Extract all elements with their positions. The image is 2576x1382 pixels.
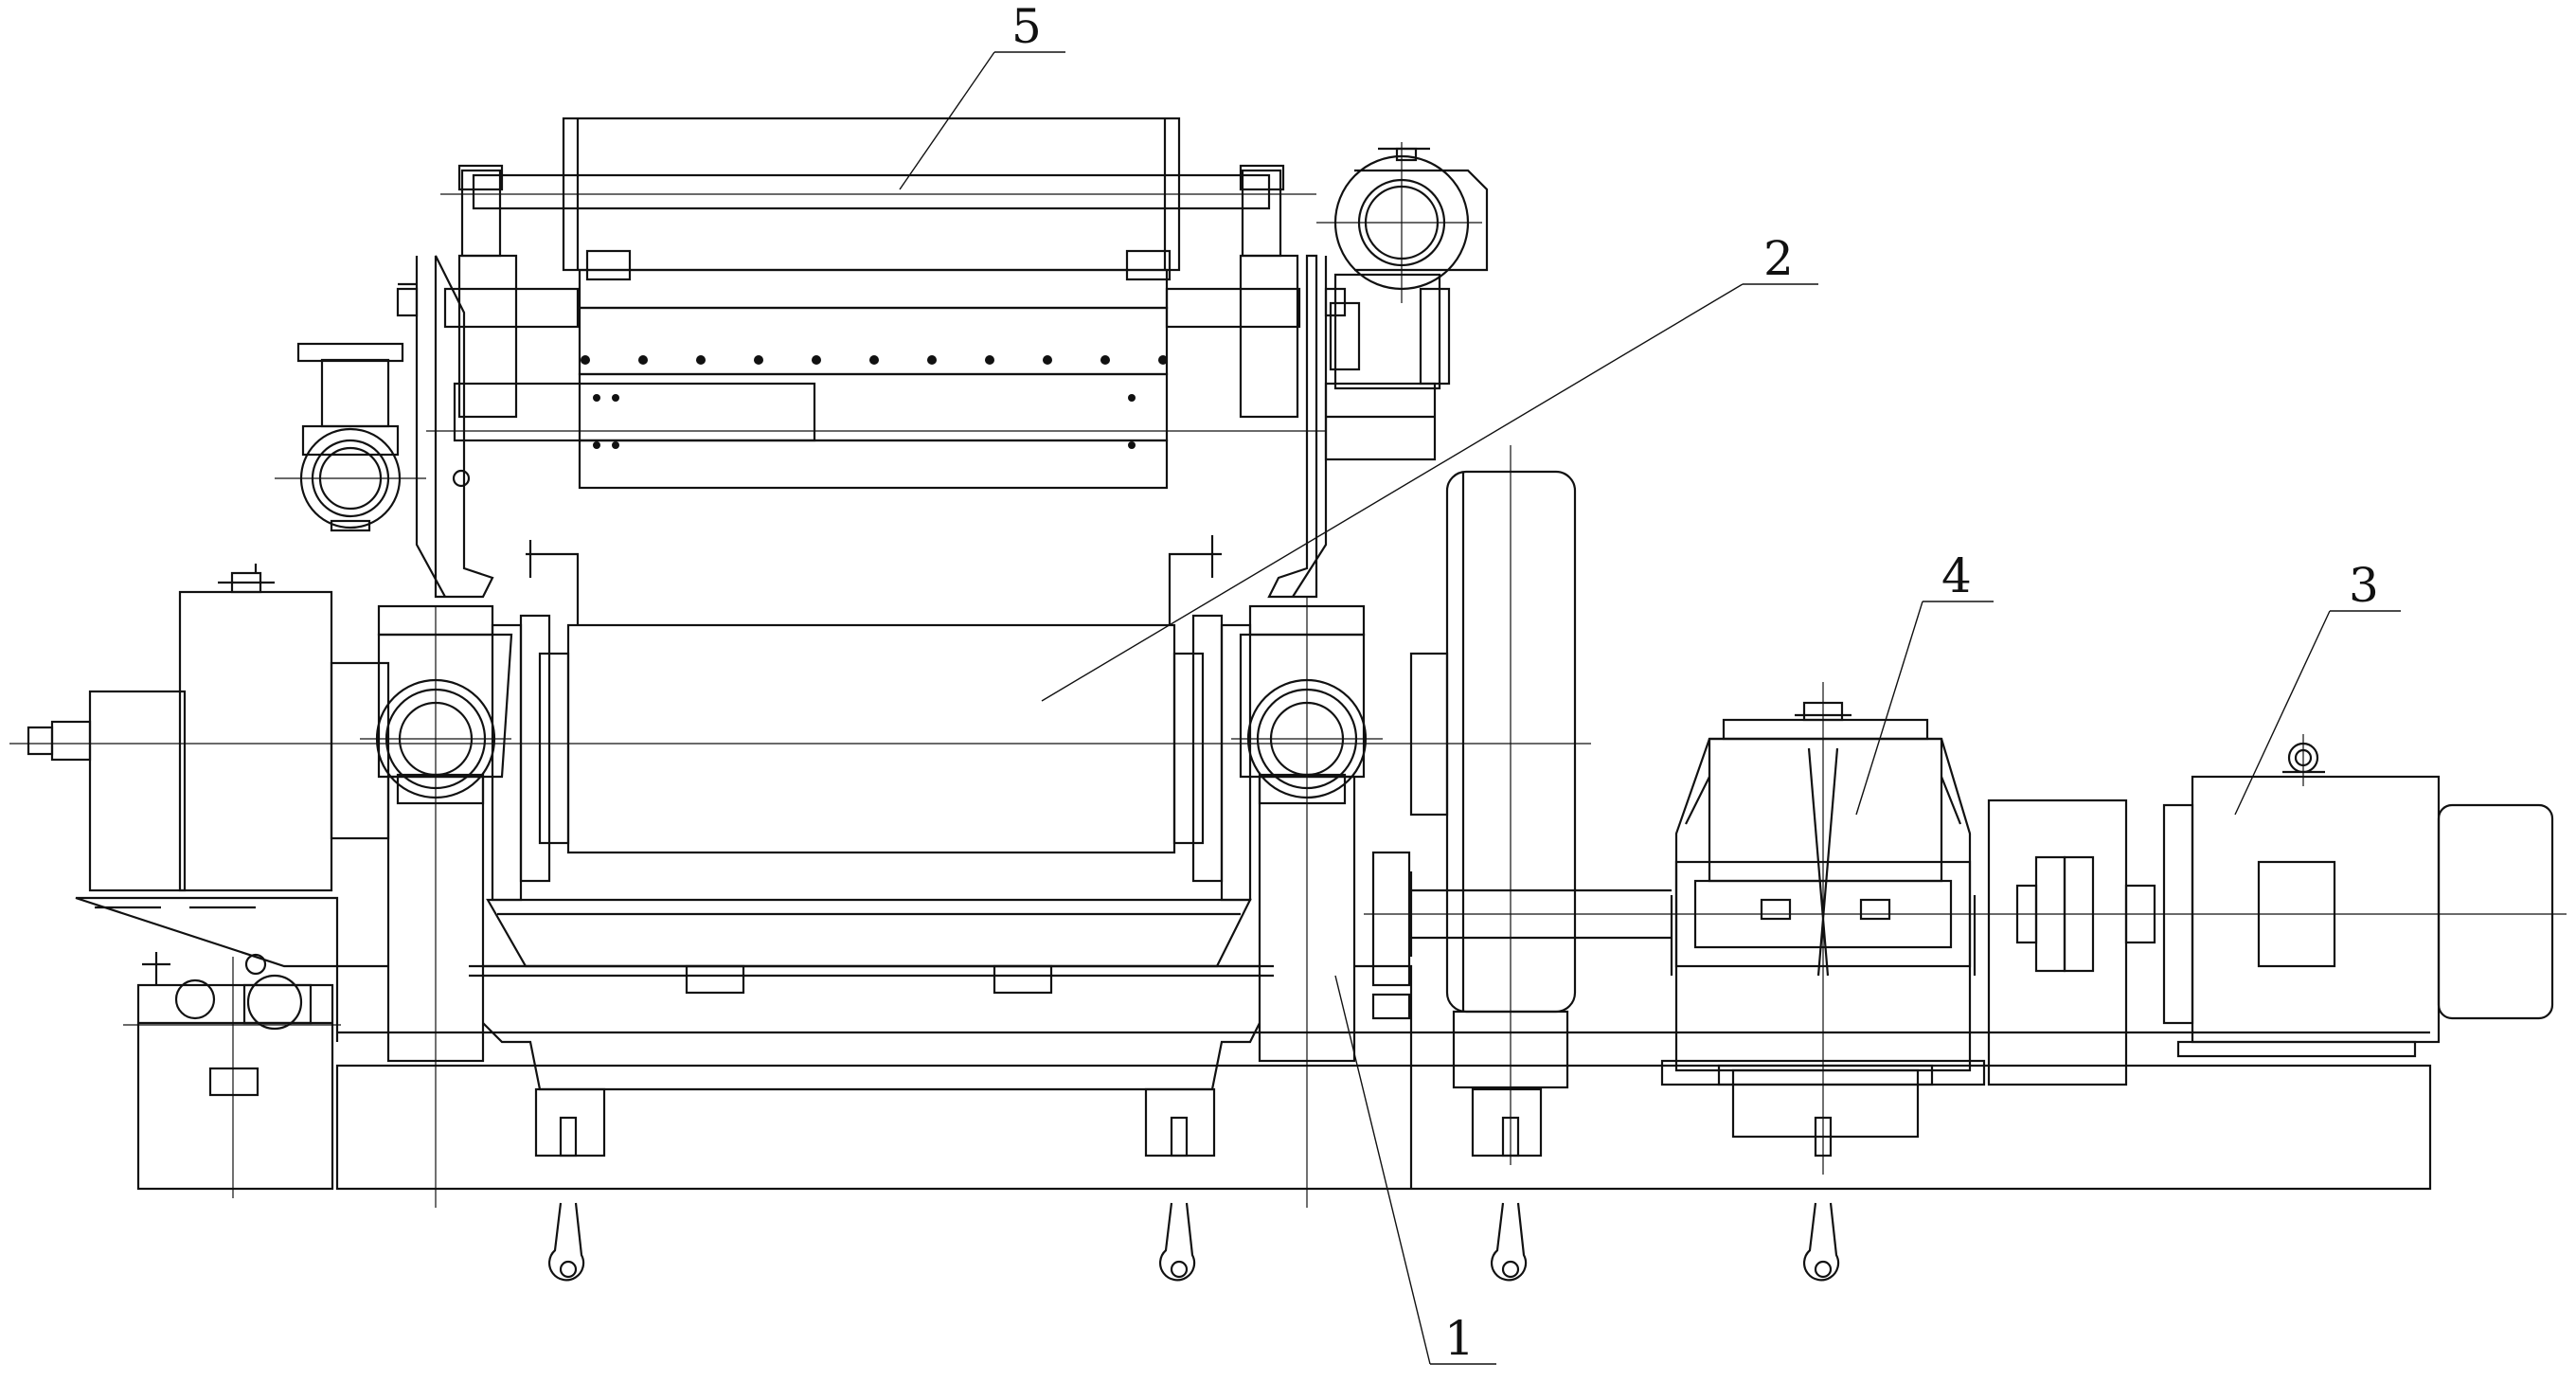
left-roll-housing bbox=[377, 604, 523, 1208]
main-motor bbox=[2162, 734, 2554, 1058]
callout-leaders bbox=[899, 51, 2401, 1365]
rivet bbox=[593, 394, 600, 402]
coupling bbox=[1987, 799, 2156, 1086]
anchor-hook bbox=[1802, 1116, 1840, 1282]
anchor-hook bbox=[1158, 1116, 1196, 1282]
anchor-hook bbox=[547, 1116, 585, 1282]
rivet bbox=[927, 355, 937, 365]
upper-left-motor bbox=[275, 342, 471, 532]
right-roll-housing bbox=[1220, 597, 1366, 1208]
rivet bbox=[985, 355, 994, 365]
rivet bbox=[1128, 394, 1136, 402]
rivet bbox=[1158, 355, 1168, 365]
anchor-hook bbox=[1490, 1116, 1528, 1282]
rivet bbox=[593, 441, 600, 449]
carrier-rivets bbox=[581, 355, 1168, 449]
callout-label-1: 1 bbox=[1444, 1311, 1475, 1366]
rivet bbox=[1100, 355, 1110, 365]
callout-label-5: 5 bbox=[1011, 0, 1042, 54]
rivet bbox=[1128, 441, 1136, 449]
anchor-hooks bbox=[547, 1116, 1840, 1282]
rivet bbox=[612, 394, 619, 402]
right-roll-bearing bbox=[1231, 678, 1383, 799]
rivet bbox=[869, 355, 879, 365]
callout-label-3: 3 bbox=[2349, 558, 2379, 613]
upper-frame bbox=[396, 117, 1437, 599]
gearbox bbox=[1660, 682, 1986, 1175]
rivet bbox=[812, 355, 821, 365]
callout-label-4: 4 bbox=[1941, 548, 1972, 603]
rivet bbox=[638, 355, 648, 365]
flywheel bbox=[1371, 445, 1577, 1165]
rivet bbox=[581, 355, 590, 365]
callout-label-2: 2 bbox=[1763, 231, 1794, 286]
left-roll-bearing bbox=[360, 678, 511, 799]
drive-shaft bbox=[1364, 871, 2567, 957]
base-frame bbox=[335, 775, 2432, 1191]
main-roll bbox=[469, 535, 1274, 978]
upper-right-motor bbox=[1316, 142, 1489, 390]
rivet bbox=[754, 355, 763, 365]
rivet bbox=[1043, 355, 1052, 365]
callout-labels: 5 2 4 3 1 bbox=[1011, 0, 2379, 1366]
rivet bbox=[696, 355, 706, 365]
rivet bbox=[612, 441, 619, 449]
